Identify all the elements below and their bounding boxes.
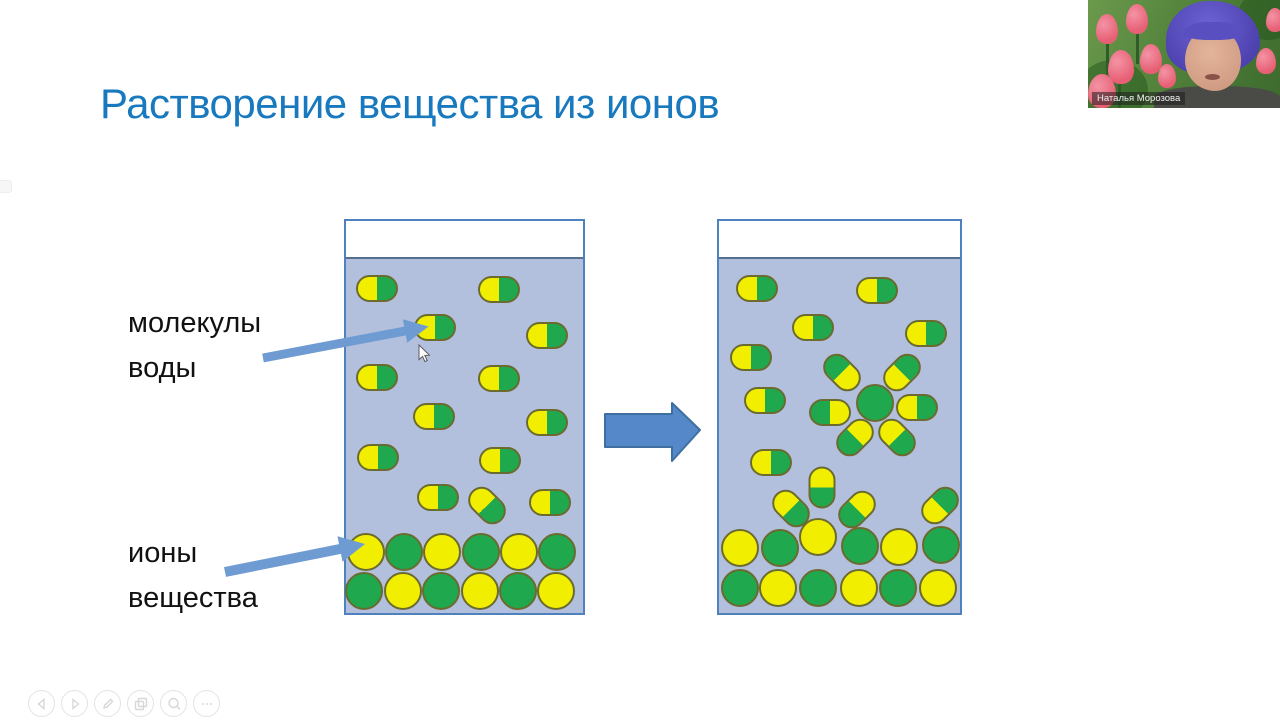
magnifier-icon <box>167 697 180 710</box>
presenter-mouth <box>1205 74 1220 80</box>
draw-pen-button[interactable] <box>94 690 121 717</box>
label-substance-ions-line1: ионы <box>128 537 198 569</box>
tulip-icon <box>1266 8 1280 32</box>
beaker-before <box>344 219 585 615</box>
more-options-button[interactable] <box>193 690 220 717</box>
beaker-after <box>717 219 962 615</box>
label-substance-ions-line2: вещества <box>128 582 258 614</box>
copy-icon <box>134 697 147 710</box>
presenter-fringe <box>1183 22 1243 40</box>
webcam-video[interactable]: Наталья Морозова <box>1088 0 1280 108</box>
tulip-icon <box>1108 50 1134 84</box>
chevron-right-icon <box>71 697 80 710</box>
beaker-headspace <box>719 221 960 259</box>
label-water-molecules-line1: молекулы <box>128 307 262 339</box>
mouse-cursor <box>418 344 431 363</box>
chevron-left-icon <box>36 697 45 710</box>
tulip-icon <box>1096 14 1118 44</box>
previous-slide-button[interactable] <box>28 690 55 717</box>
label-water-molecules: молекулы воды <box>128 301 261 391</box>
presentation-toolbar <box>28 690 220 717</box>
copy-slides-button[interactable] <box>127 690 154 717</box>
label-substance-ions: ионы вещества <box>128 531 258 621</box>
tulip-stem-decor <box>1136 30 1139 64</box>
pencil-icon <box>102 697 114 709</box>
webcam-name-label: Наталья Морозова <box>1092 92 1186 105</box>
next-slide-button[interactable] <box>61 690 88 717</box>
tulip-stem-decor <box>1106 40 1109 74</box>
presenter-shoulders <box>1154 86 1280 108</box>
sidebar-collapse-tab[interactable] <box>0 180 12 193</box>
tulip-icon <box>1256 48 1276 74</box>
zoom-search-button[interactable] <box>160 690 187 717</box>
ellipsis-icon <box>201 702 212 705</box>
slide-title: Растворение вещества из ионов <box>100 80 720 127</box>
beaker-headspace <box>346 221 583 259</box>
tulip-icon <box>1126 4 1148 34</box>
dissolution-arrow-icon <box>604 402 701 462</box>
label-water-molecules-line2: воды <box>128 352 197 384</box>
tulip-icon <box>1158 64 1176 88</box>
tulip-icon <box>1140 44 1162 74</box>
